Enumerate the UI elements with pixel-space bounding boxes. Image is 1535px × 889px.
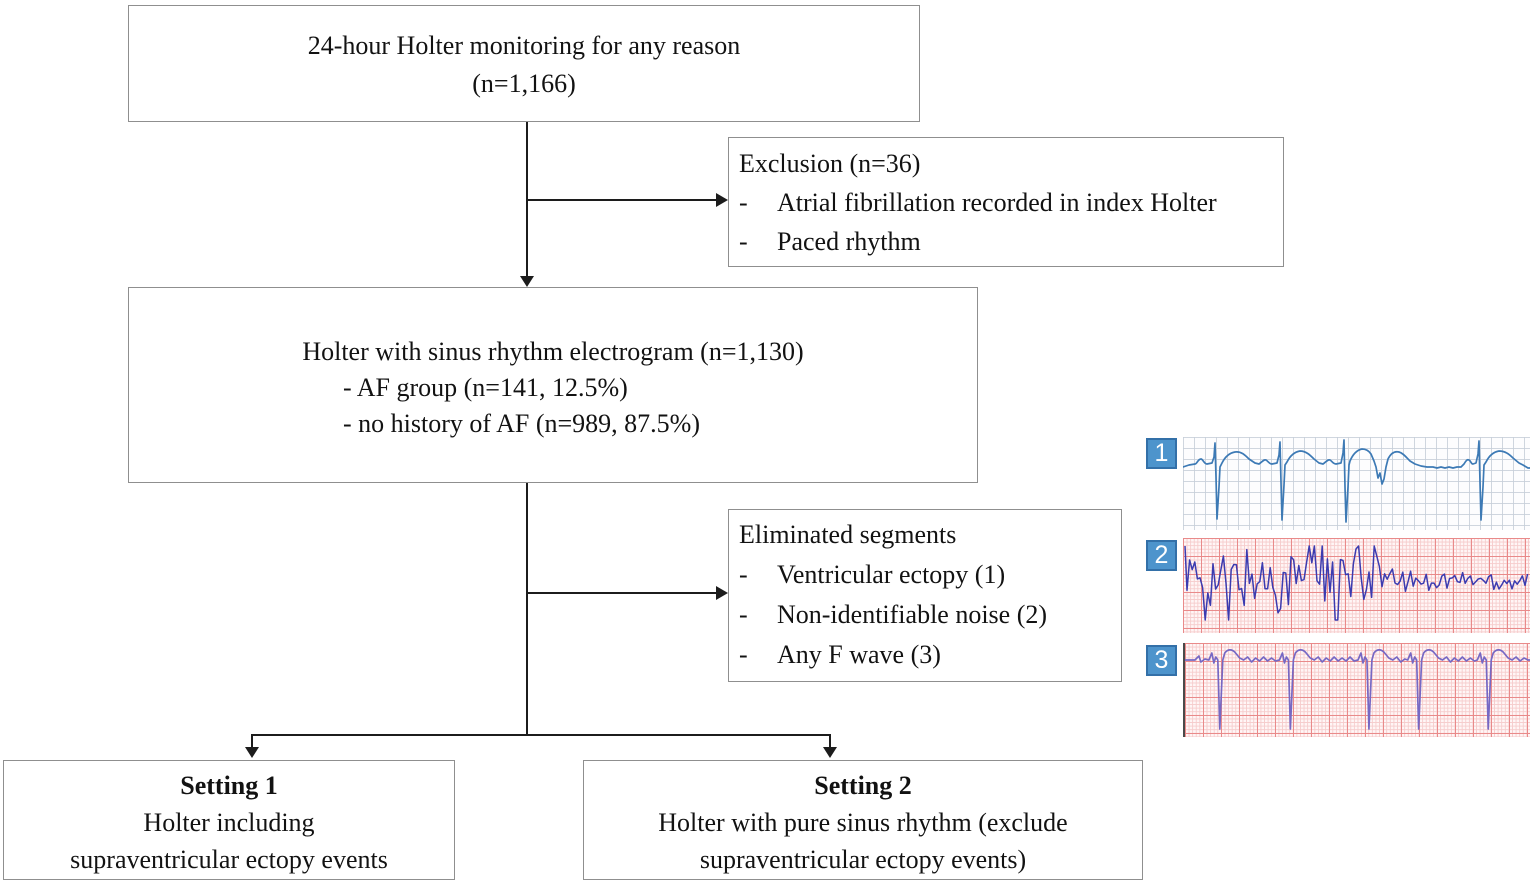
ecg-strip-2-label: 2 [1146,540,1177,571]
eliminated-item: - Any F wave (3) [739,635,1111,675]
box-sinus-rhythm: Holter with sinus rhythm electrogram (n=… [128,287,978,483]
connector-to-exclusion [527,199,717,201]
setting2-line2: supraventricular ectopy events) [699,845,1027,874]
box-sinus-rhythm-title: Holter with sinus rhythm electrogram (n=… [302,337,804,366]
box-eliminated-title: Eliminated segments [739,520,957,549]
bullet-dash: - [739,560,748,589]
arrow-right-icon [716,586,728,600]
arrow-down-icon [823,747,837,758]
setting2-line1: Holter with pure sinus rhythm (exclude [658,808,1068,837]
ecg-strip-1-label: 1 [1146,438,1177,469]
setting1-line1: Holter including [143,808,315,837]
eliminated-item: - Ventricular ectopy (1) [739,555,1111,595]
connector-split-horizontal [251,734,831,736]
sinus-rhythm-subitem: - AF group (n=141, 12.5%) [343,373,628,402]
ecg-strip-2 [1183,538,1530,633]
ecg-strip-3 [1183,643,1530,737]
box-holter-monitoring: 24-hour Holter monitoring for any reason… [128,5,920,122]
eliminated-item-label: Ventricular ectopy (1) [777,560,1006,589]
connector-to-setting2 [829,734,831,748]
eliminated-item-label: Any F wave (3) [777,640,941,669]
setting1-title: Setting 1 [180,771,278,800]
ecg-strip-1 [1183,437,1530,530]
ecg-waveform-f-wave [1185,649,1530,730]
bullet-dash: - [739,600,748,629]
arrow-right-icon [716,193,728,207]
exclusion-item: - Atrial fibrillation recorded in index … [739,183,1273,222]
box-exclusion: Exclusion (n=36) - Atrial fibrillation r… [728,137,1284,267]
eliminated-item: - Non-identifiable noise (2) [739,595,1111,635]
arrow-down-icon [245,747,259,758]
bullet-dash: - [739,227,748,256]
connector-to-eliminated [527,592,717,594]
ecg-waveform-sinus-with-pvc [1183,439,1530,523]
sinus-rhythm-subitem: - no history of AF (n=989, 87.5%) [343,409,700,438]
exclusion-item: - Paced rhythm [739,222,1273,261]
box-holter-monitoring-count: (n=1,166) [472,69,576,98]
eliminated-item-label: Non-identifiable noise (2) [777,600,1048,629]
ecg-waveform-noise [1184,545,1529,621]
box-holter-monitoring-line1: 24-hour Holter monitoring for any reason [307,31,741,60]
connector-middle-to-split [526,483,528,735]
setting1-line2: supraventricular ectopy events [70,845,388,874]
ecg-strip-3-label: 3 [1146,645,1177,676]
exclusion-item-label: Atrial fibrillation recorded in index Ho… [777,188,1217,217]
box-setting-1: Setting 1 Holter including supraventricu… [3,760,455,880]
arrow-down-icon [520,276,534,287]
bullet-dash: - [739,188,748,217]
connector-to-setting1 [251,734,253,748]
exclusion-item-label: Paced rhythm [777,227,921,256]
setting2-title: Setting 2 [814,771,912,800]
box-eliminated-segments: Eliminated segments - Ventricular ectopy… [728,509,1122,682]
box-exclusion-title: Exclusion (n=36) [739,149,921,178]
box-setting-2: Setting 2 Holter with pure sinus rhythm … [583,760,1143,880]
bullet-dash: - [739,640,748,669]
